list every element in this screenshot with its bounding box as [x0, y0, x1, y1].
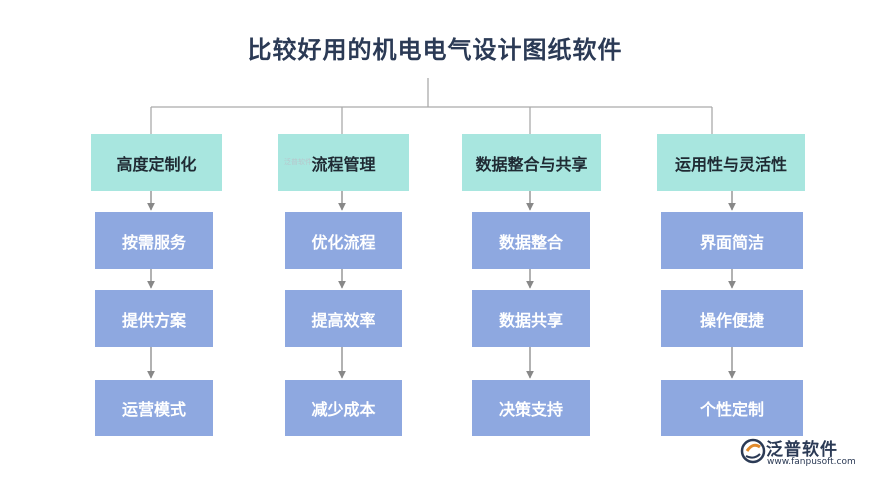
column-head-data-integration: 数据整合与共享	[462, 134, 601, 191]
logo-url: www.fanpusoft.com	[767, 457, 856, 467]
item-on-demand-service: 按需服务	[95, 212, 213, 269]
item-reduce-cost: 减少成本	[285, 380, 402, 436]
column-head-process-management: 流程管理	[278, 134, 409, 191]
item-improve-efficiency: 提高效率	[285, 290, 402, 347]
item-simple-interface: 界面简洁	[661, 212, 803, 269]
item-operation-mode: 运营模式	[95, 380, 213, 436]
item-personal-customization: 个性定制	[661, 380, 803, 436]
item-data-sharing: 数据共享	[472, 290, 590, 347]
item-optimize-process: 优化流程	[285, 212, 402, 269]
item-easy-operation: 操作便捷	[661, 290, 803, 347]
fanpu-logo-icon	[740, 438, 766, 464]
watermark-text: 泛普软件	[284, 158, 312, 166]
column-head-usability-flexibility: 运用性与灵活性	[657, 134, 805, 191]
logo-name: 泛普软件	[766, 440, 838, 460]
page-title: 比较好用的机电电气设计图纸软件	[247, 35, 623, 64]
item-decision-support: 决策支持	[472, 380, 590, 436]
column-head-customization: 高度定制化	[91, 134, 222, 191]
brand-logo: 泛普软件 www.fanpusoft.com	[738, 434, 868, 476]
item-data-integration: 数据整合	[472, 212, 590, 269]
item-provide-solution: 提供方案	[95, 290, 213, 347]
